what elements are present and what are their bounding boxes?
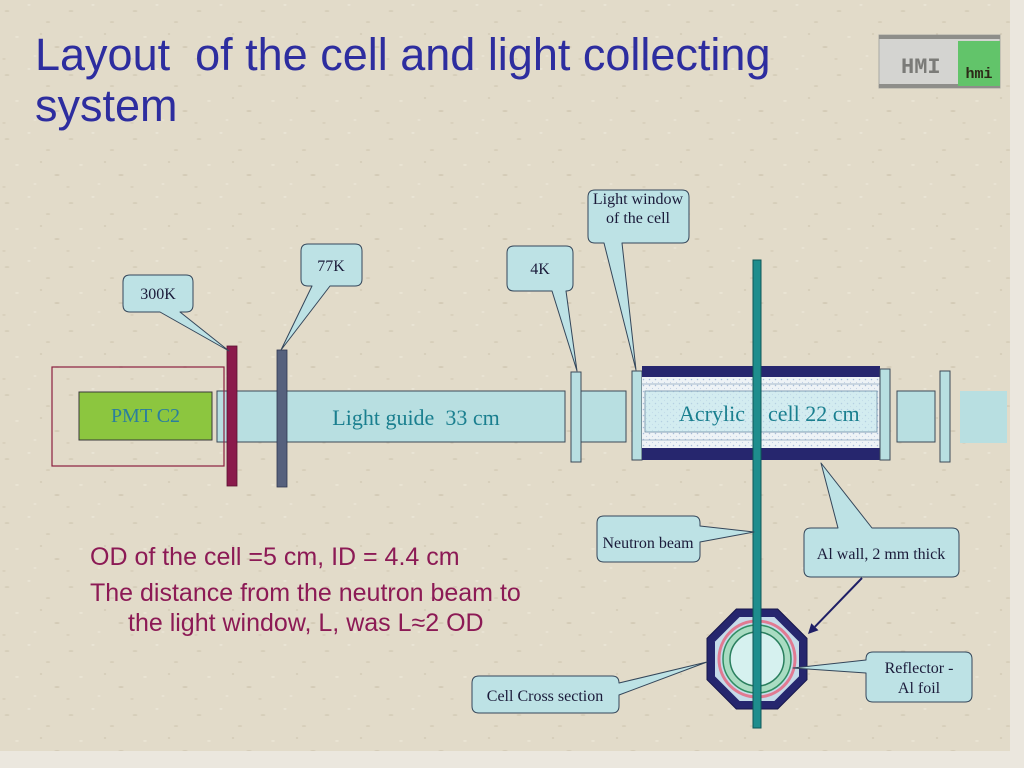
callout-al-wall-label: Al wall, 2 mm thick — [817, 546, 945, 563]
light-guide-label: Light guide 33 cm — [332, 405, 499, 430]
callout-300k-shape — [122, 274, 230, 352]
callout-cross-section-label: Cell Cross section — [487, 688, 603, 705]
shield-77k — [276, 349, 288, 488]
note-line-1: OD of the cell =5 cm, ID = 4.4 cm — [90, 543, 460, 571]
neutron-beam — [752, 259, 762, 729]
pmt-housing-outline — [51, 366, 225, 467]
callout-4k: 4K — [506, 245, 578, 372]
cell-label-length: cell 22 cm — [768, 401, 860, 426]
callout-cross-section: Cell Cross section — [471, 661, 708, 714]
callout-77k-shape — [280, 243, 363, 351]
pmt-label: PMT C2 — [111, 405, 180, 427]
shield-300k — [226, 345, 238, 487]
light-window-flange — [631, 370, 643, 461]
callout-4k-shape — [506, 245, 578, 372]
callout-reflector-line-2: Al foil — [898, 680, 941, 697]
light-collecting-system: PMT C2 Light guide 33 cm — [51, 345, 643, 488]
notes: OD of the cell =5 cm, ID = 4.4 cm The di… — [90, 543, 521, 637]
tube-segment-end — [960, 391, 1007, 443]
callout-reflector-shape — [792, 651, 973, 703]
callout-300k-label: 300K — [140, 286, 176, 303]
al-wall-pointer-arrow — [808, 577, 863, 634]
note-line-3: the light window, L, was L≈2 OD — [128, 609, 484, 637]
tube-segment — [580, 390, 627, 443]
callout-cross-section-shape — [471, 661, 708, 714]
callout-al-wall-shape — [803, 462, 960, 578]
logo-green-square — [958, 41, 1000, 86]
pmt-box — [78, 391, 213, 441]
logo-text-caps: HMI — [901, 55, 941, 80]
callout-light-window-line-1: Light window — [593, 191, 684, 208]
callout-light-window: Light window of the cell — [587, 189, 690, 371]
callout-light-window-shape — [587, 189, 690, 371]
hmi-logo: HMI hmi — [878, 34, 1001, 89]
flange-right — [939, 370, 951, 463]
tube-segment-right — [896, 390, 936, 443]
logo-bottom-rule — [879, 84, 1000, 88]
arrow-shaft — [814, 577, 863, 628]
arrow-head — [808, 623, 819, 634]
slide-title-line-1: Layout of the cell and light collecting — [35, 29, 770, 80]
logo-top-rule — [879, 35, 1000, 39]
callout-neutron-beam-label: Neutron beam — [602, 535, 694, 552]
cell-end-flange — [879, 368, 891, 461]
callout-4k-label: 4K — [530, 261, 550, 278]
flange-4k — [570, 371, 582, 463]
callout-77k-label: 77K — [317, 258, 345, 275]
note-line-2: The distance from the neutron beam to — [90, 579, 521, 607]
callout-neutron-beam: Neutron beam — [596, 515, 755, 563]
callout-light-window-line-2: of the cell — [606, 210, 671, 227]
callout-reflector: Reflector - Al foil — [792, 651, 973, 703]
callout-300k: 300K — [122, 274, 230, 352]
callout-neutron-beam-shape — [596, 515, 755, 563]
cell-label-acrylic: Acrylic — [679, 401, 745, 426]
callout-al-wall: Al wall, 2 mm thick — [803, 462, 960, 578]
callout-reflector-line-1: Reflector - — [885, 660, 954, 677]
slide-title-line-2: system — [35, 80, 178, 131]
logo-text-small: hmi — [965, 66, 992, 83]
light-guide — [216, 390, 566, 443]
callout-77k: 77K — [280, 243, 363, 351]
